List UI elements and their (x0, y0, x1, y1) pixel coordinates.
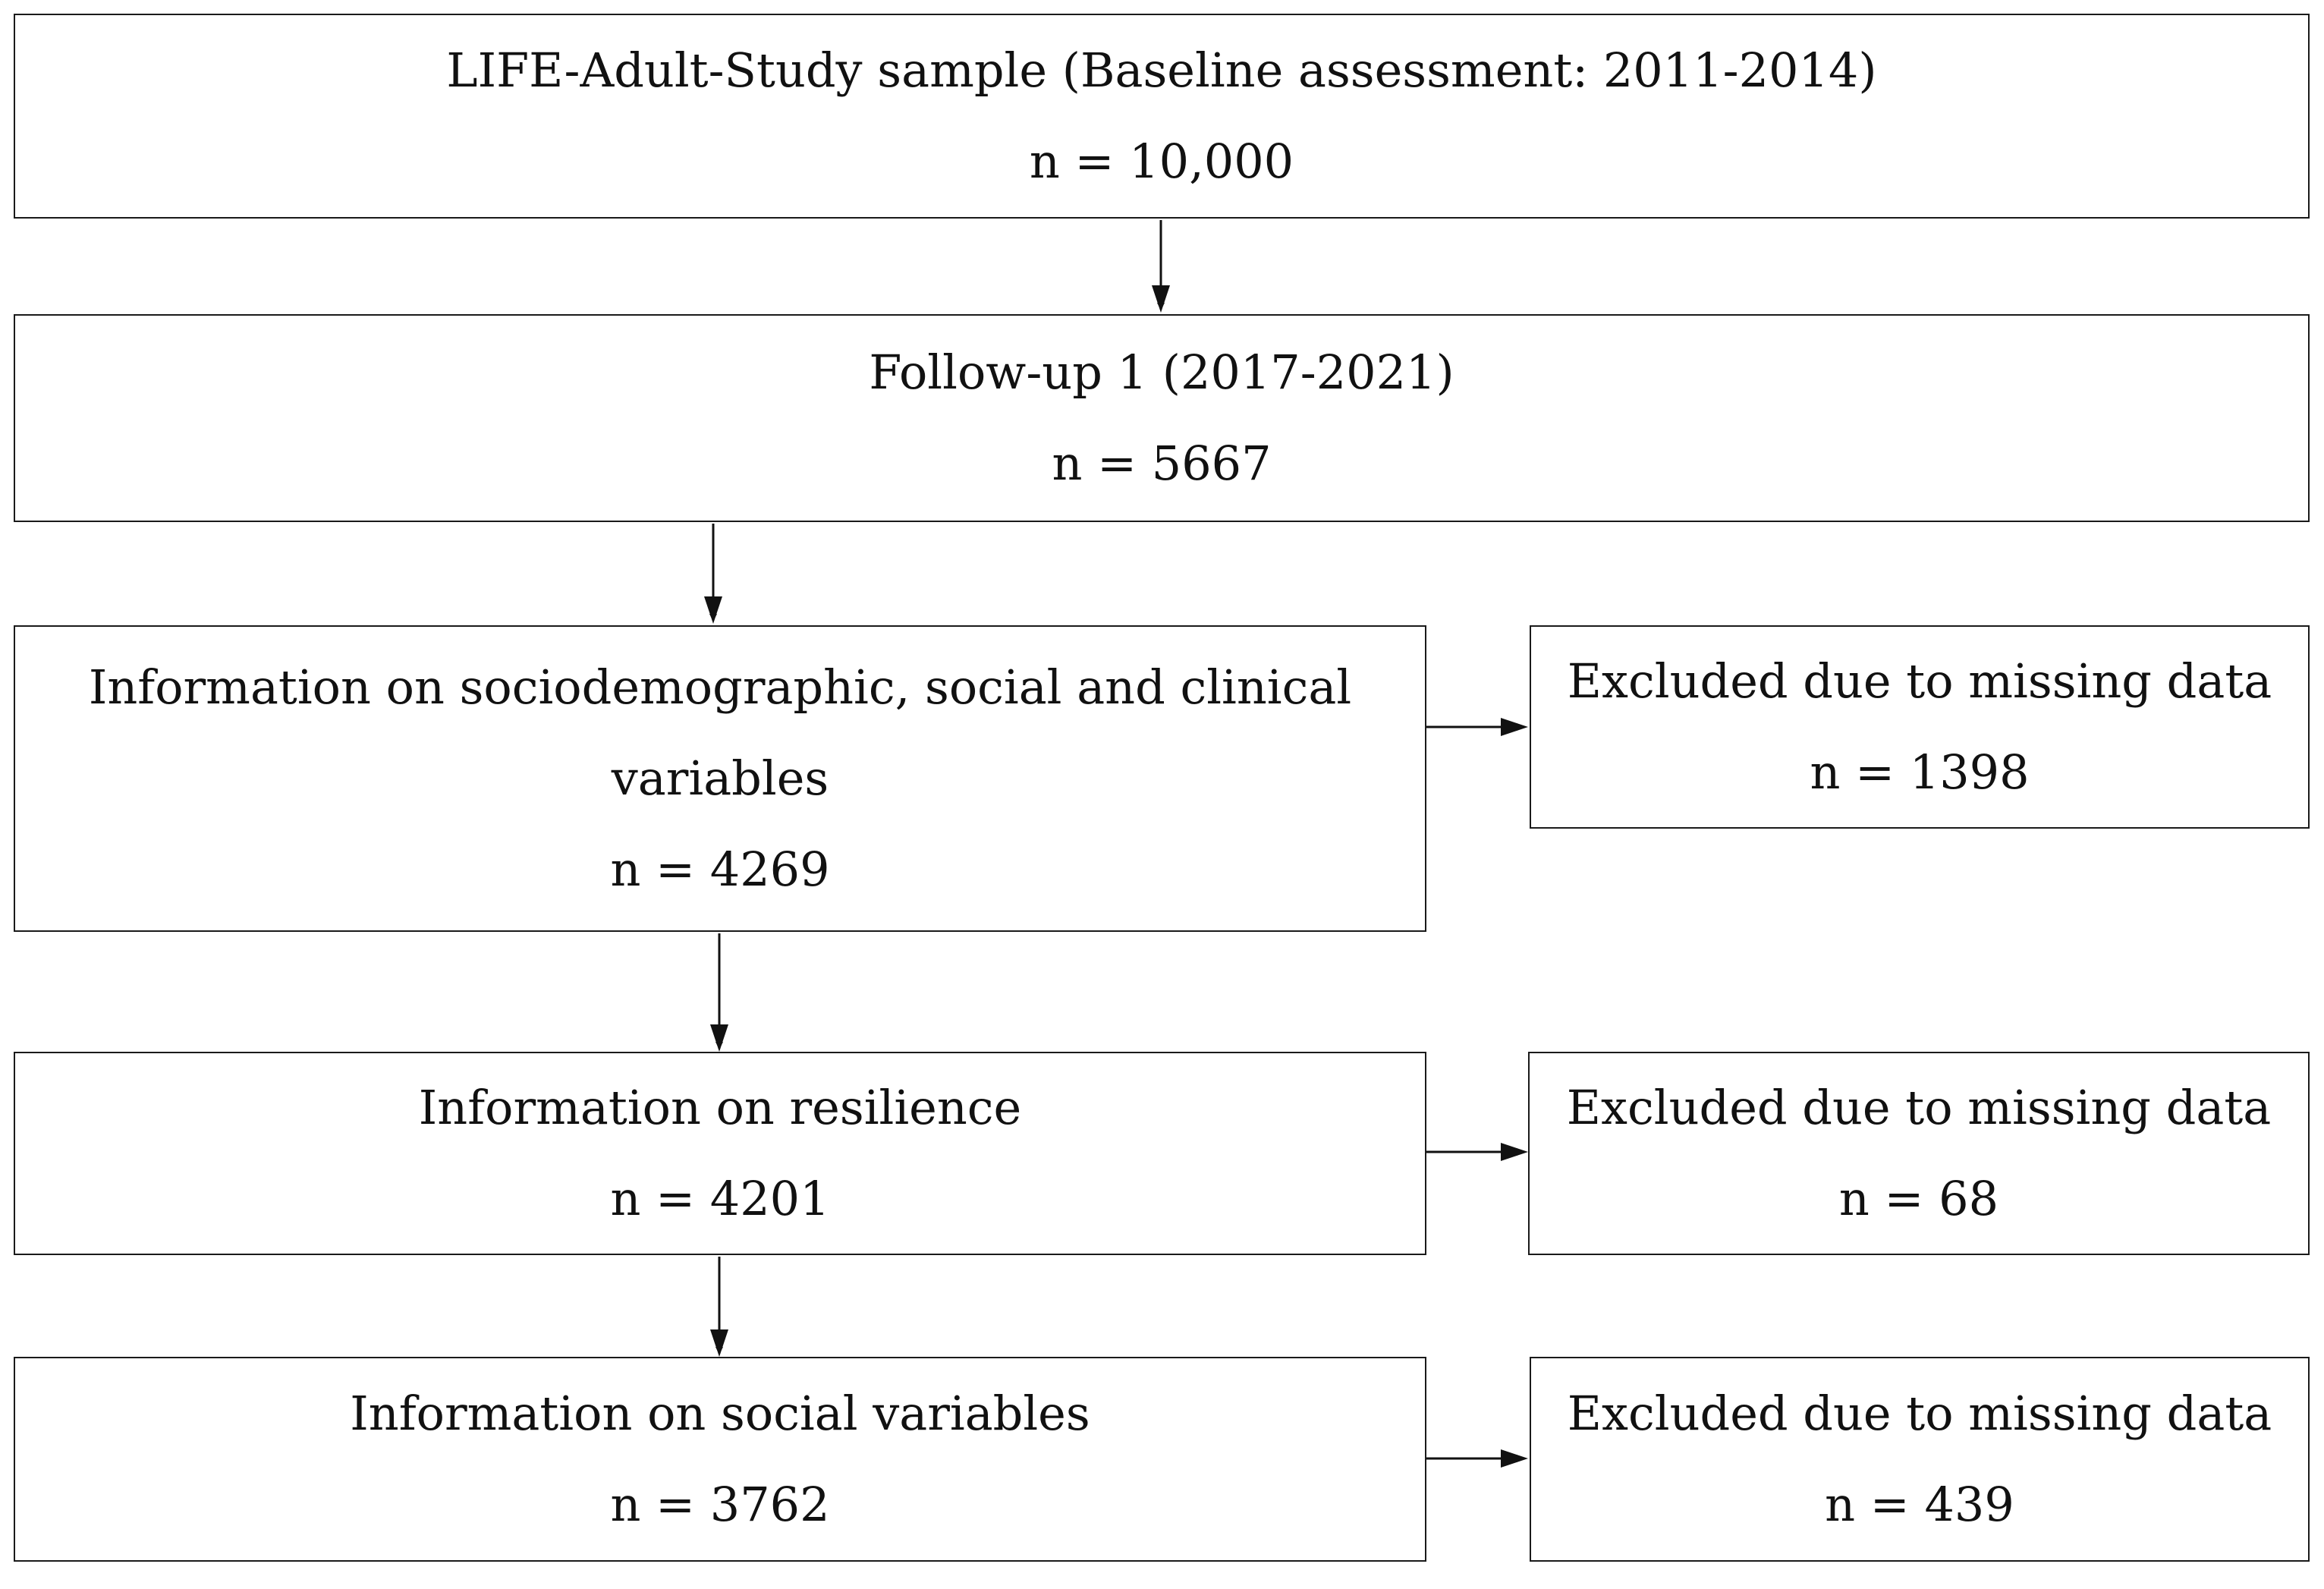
baseline-box: LIFE-Adult-Study sample (Baseline assess… (14, 14, 2310, 219)
excluded-box-3: Excluded due to missing data n = 439 (1530, 1357, 2310, 1562)
baseline-title: LIFE-Adult-Study sample (Baseline assess… (446, 42, 1877, 98)
excluded-3-n: n = 439 (1825, 1477, 2014, 1532)
excluded-box-2: Excluded due to missing data n = 68 (1528, 1052, 2310, 1255)
excluded-2-title: Excluded due to missing data (1566, 1080, 2272, 1135)
sociodemographic-n: n = 4269 (610, 842, 830, 897)
followup-n: n = 5667 (1052, 436, 1272, 491)
baseline-n: n = 10,000 (1029, 134, 1294, 189)
resilience-n: n = 4201 (610, 1171, 830, 1226)
sociodemographic-box: Information on sociodemographic, social … (14, 625, 1426, 932)
social-box: Information on social variables n = 3762 (14, 1357, 1426, 1562)
sociodemographic-title-line2: variables (611, 750, 829, 806)
excluded-2-n: n = 68 (1838, 1171, 1999, 1226)
excluded-1-n: n = 1398 (1810, 744, 2030, 800)
followup-box: Follow-up 1 (2017-2021) n = 5667 (14, 314, 2310, 522)
excluded-3-title: Excluded due to missing data (1567, 1386, 2272, 1441)
resilience-title: Information on resilience (418, 1080, 1022, 1135)
excluded-1-title: Excluded due to missing data (1567, 653, 2272, 709)
followup-title: Follow-up 1 (2017-2021) (869, 345, 1454, 400)
sociodemographic-title-line1: Information on sociodemographic, social … (88, 659, 1352, 715)
excluded-box-1: Excluded due to missing data n = 1398 (1530, 625, 2310, 829)
resilience-box: Information on resilience n = 4201 (14, 1052, 1426, 1255)
social-n: n = 3762 (610, 1477, 830, 1532)
social-title: Information on social variables (350, 1386, 1090, 1441)
